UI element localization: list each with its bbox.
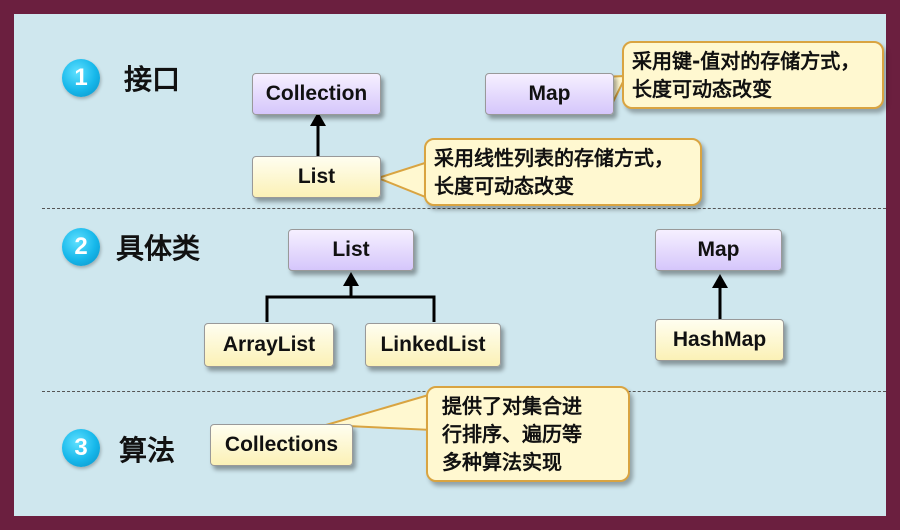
map-callout-line-2: 长度可动态改变 [632, 77, 772, 101]
diagram-canvas: 1 接口 Collection Map List 采用键-值对的存储方式， 长度… [14, 14, 886, 516]
section-3-number: 3 [62, 429, 100, 467]
hashmap-box: HashMap [655, 319, 784, 361]
collections-callout-line-2: 行排序、遍历等 [442, 422, 582, 446]
section-1-number: 1 [62, 59, 100, 97]
section-3-title: 算法 [119, 434, 176, 467]
section-1-title: 接口 [124, 63, 181, 96]
list-impl-connector [265, 295, 436, 322]
map-class-box: Map [655, 229, 782, 271]
collections-box: Collections [210, 424, 353, 466]
collections-callout: 提供了对集合进 行排序、遍历等 多种算法实现 [426, 386, 630, 482]
section-divider [42, 208, 886, 209]
list-callout-line-1: 采用线性列表的存储方式， [434, 146, 674, 170]
list-callout-line-2: 长度可动态改变 [434, 174, 574, 198]
linkedlist-box: LinkedList [365, 323, 501, 367]
collections-callout-line-1: 提供了对集合进 [442, 394, 582, 418]
list-callout: 采用线性列表的存储方式， 长度可动态改变 [424, 138, 702, 206]
collections-callout-line-3: 多种算法实现 [442, 450, 562, 474]
map-callout-line-1: 采用键-值对的存储方式， [632, 49, 861, 73]
section-2-number: 2 [62, 228, 100, 266]
collection-box: Collection [252, 73, 381, 115]
list-interface-box: List [252, 156, 381, 198]
section-2-title: 具体类 [116, 232, 201, 265]
connector-lines [265, 74, 728, 432]
arraylist-box: ArrayList [204, 323, 334, 367]
map-callout: 采用键-值对的存储方式， 长度可动态改变 [622, 41, 884, 109]
list-callout-pointer [375, 160, 429, 200]
list-class-box: List [288, 229, 414, 271]
map-interface-box: Map [485, 73, 614, 115]
